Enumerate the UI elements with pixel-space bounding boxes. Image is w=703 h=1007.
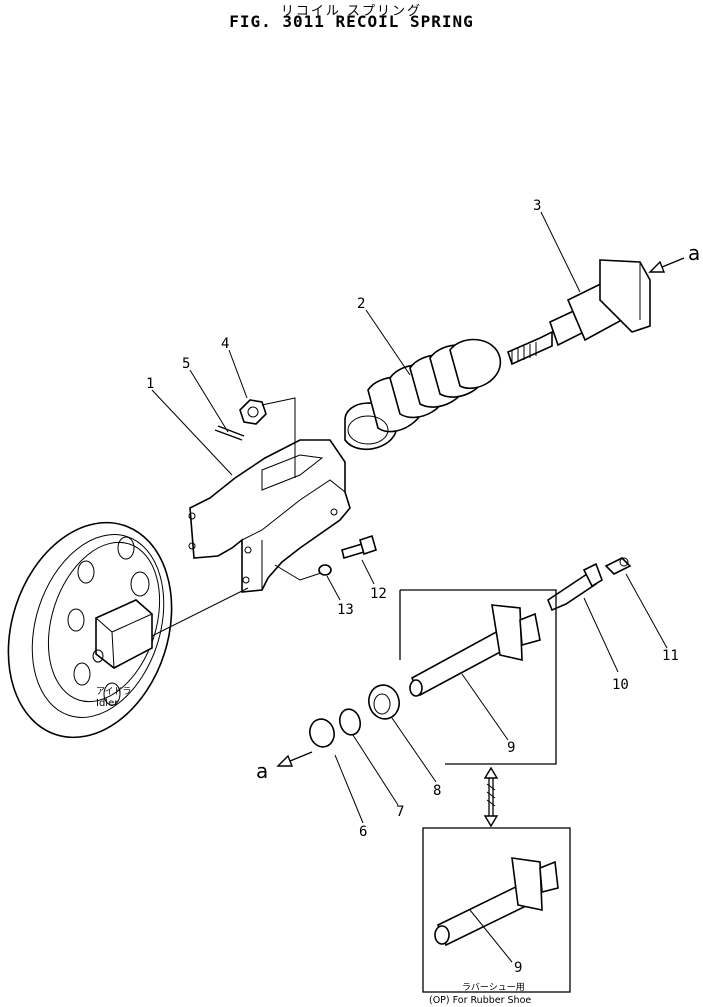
part-1-yoke	[188, 439, 351, 593]
view-arrow-a-bottom: a	[256, 751, 313, 783]
part-10-fitting	[547, 562, 603, 612]
callout-7: 7	[396, 804, 404, 820]
callout-10: 10	[612, 677, 629, 693]
arrow-label-a-bottom: a	[256, 759, 268, 783]
view-arrow-a-top: a	[648, 241, 700, 273]
option-label-en: (OP) For Rubber Shoe	[429, 995, 531, 1006]
callout-8: 8	[433, 783, 441, 799]
part-4-nut	[239, 399, 267, 425]
callout-5: 5	[182, 356, 190, 372]
callout-9-option: 9	[514, 960, 522, 976]
arrow-label-a-top: a	[688, 241, 700, 265]
title-japanese: リコイル スプリング	[280, 4, 423, 19]
leader-lines	[151, 211, 668, 963]
part-12-bolt	[341, 534, 377, 560]
part-6-oring	[309, 718, 335, 748]
callout-6: 6	[359, 824, 367, 840]
callout-13: 13	[337, 602, 354, 618]
callout-12: 12	[370, 586, 387, 602]
part-2-spring	[344, 338, 501, 451]
callout-2: 2	[357, 296, 365, 312]
callout-9: 9	[507, 740, 515, 756]
interchange-arrow	[483, 766, 499, 828]
callout-4: 4	[221, 336, 229, 352]
callout-1: 1	[146, 376, 154, 392]
figure-title: FIG. 3011 RECOIL SPRING	[229, 12, 474, 31]
part-3-cylinder	[507, 259, 651, 366]
callout-11: 11	[662, 648, 679, 664]
idler-label-jp: アイドラ	[96, 686, 132, 697]
part-13-washer	[318, 564, 332, 576]
option-label-jp: ラバーシュー用	[462, 982, 525, 993]
part-11-cap	[604, 557, 632, 575]
part-9-box	[399, 589, 557, 765]
part-5-pin	[214, 425, 245, 441]
idler-wheel: アイドラ Idler	[7, 521, 173, 739]
callout-3: 3	[533, 198, 541, 214]
part-7-ring	[338, 708, 362, 736]
idler-label-en: Idler	[96, 698, 119, 709]
part-8-seal	[368, 684, 400, 720]
option-part-9-box	[422, 827, 571, 993]
